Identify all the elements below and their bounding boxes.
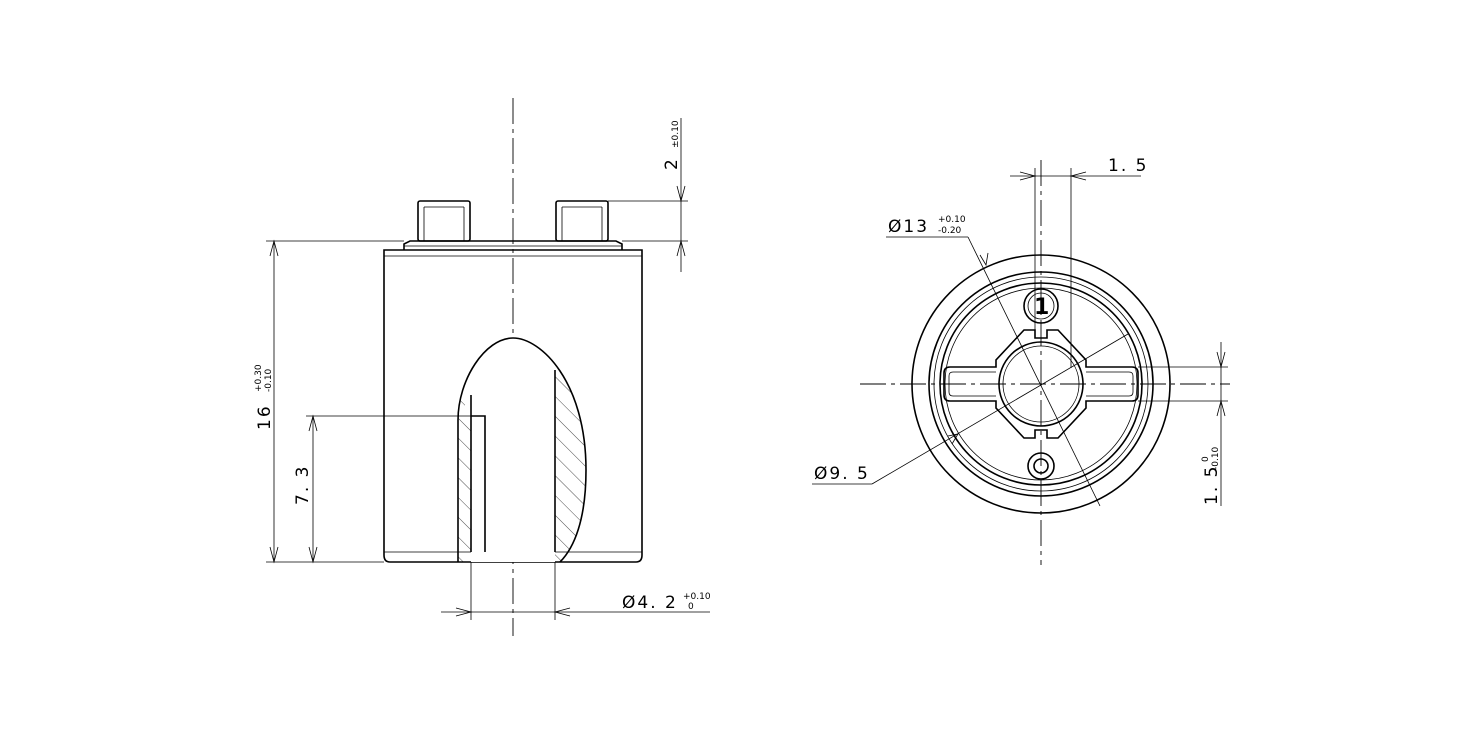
dim-inner-dia-value: Ø9. 5 [814, 464, 870, 484]
part-number-marker [1023, 288, 1059, 324]
central-bore [998, 341, 1084, 427]
dim-height-16 [266, 239, 404, 564]
dim-slot-width-right-value: 1. 5 [1202, 465, 1222, 505]
dim-slot-width-right-tol-lower: -0.10 [1211, 446, 1221, 470]
pin-hole-outer [1027, 452, 1055, 480]
section-hatching [458, 338, 586, 562]
top-flange [403, 240, 623, 250]
dim-slot-width-top-value: 1. 5 [1108, 156, 1148, 176]
part-number-label: 1 [1034, 295, 1049, 320]
dim-height-tol-upper: +0.30 [254, 364, 264, 392]
dim-tab-2 [608, 118, 688, 272]
dim-slot-value: 7. 3 [293, 465, 313, 505]
dim-outer-dia-value: Ø13 [888, 217, 929, 237]
inner-ring [939, 282, 1143, 486]
cross-slot-outline [943, 329, 1139, 439]
top-tab-left [417, 200, 471, 242]
dim-bore-value: Ø4. 2 [622, 593, 678, 613]
dim-bore-4-2 [441, 562, 710, 620]
dim-tab-tol: ±0.10 [671, 120, 681, 148]
dim-outer-dia-tol-lower: -0.20 [938, 226, 962, 236]
dim-tab-value: 2 [662, 157, 682, 170]
dim-height-tol-lower: -0.10 [264, 368, 274, 392]
main-body [383, 249, 643, 563]
top-tab-right [555, 200, 609, 242]
dim-bore-tol-lower: 0 [688, 602, 694, 612]
dim-height-value: 16 [255, 404, 275, 430]
outer-ring [911, 254, 1171, 514]
dim-slot-width-right-tol-upper: 0 [1201, 456, 1211, 462]
dim-slot-width-right [1138, 342, 1228, 506]
dim-slot-width-top [1010, 168, 1141, 368]
bullet-cavity-outline [457, 337, 587, 563]
dim-bore-tol-upper: +0.10 [683, 592, 711, 602]
end-view: 1 Ø13 +0.10 -0.20 Ø9. 5 1. 5 [812, 156, 1230, 565]
dim-inner-dia-9-5 [812, 333, 1129, 485]
dim-outer-dia-13 [886, 236, 1101, 507]
flange-ring [928, 271, 1154, 497]
slot-step [471, 415, 486, 552]
pin-hole-inner [1033, 458, 1049, 474]
dim-outer-dia-tol-upper: +0.10 [938, 215, 966, 225]
side-view: 16 +0.30 -0.10 7. 3 2 ±0.10 Ø4 [254, 98, 711, 636]
dim-slot-7-3 [306, 414, 471, 564]
